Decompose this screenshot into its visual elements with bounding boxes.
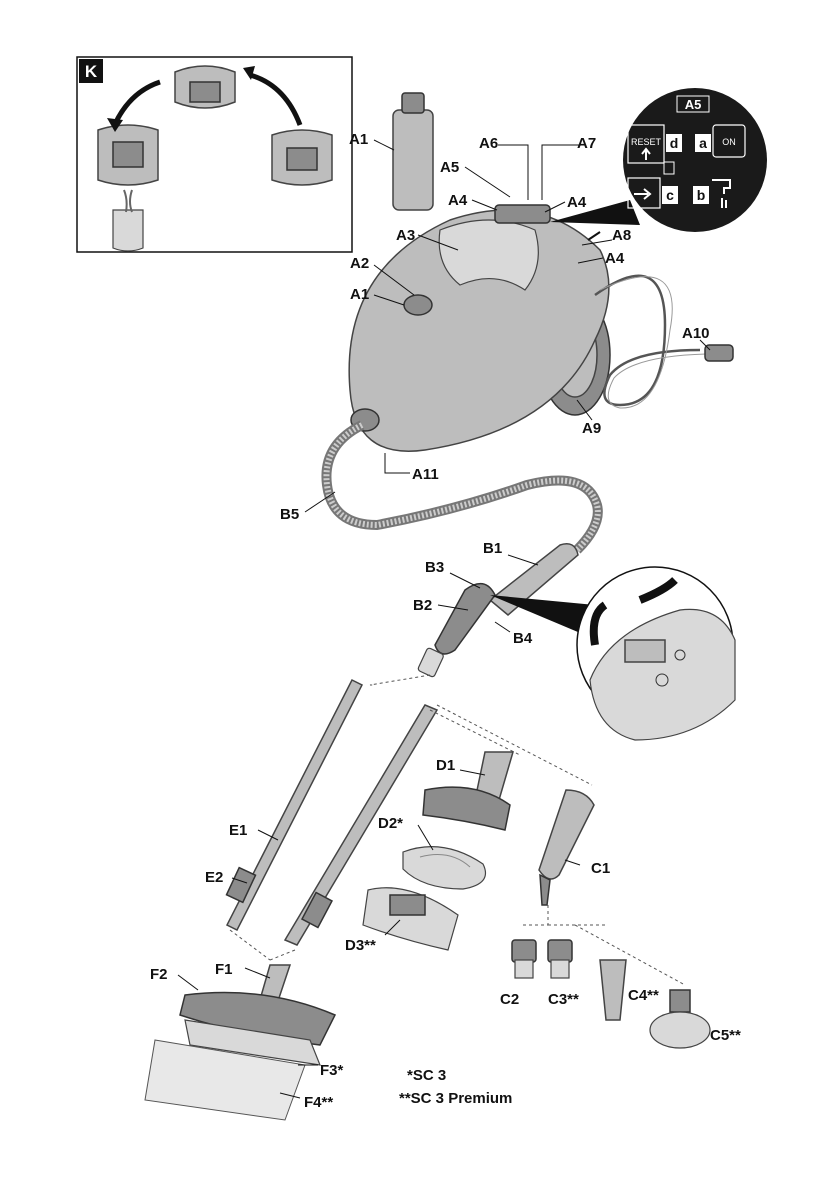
footnote-sc3-premium: **SC 3 Premium xyxy=(399,1090,512,1107)
label-f1: F1 xyxy=(215,961,233,978)
tank-view-top xyxy=(175,66,235,108)
microfibre-cover xyxy=(363,888,458,950)
footnote-sc3: *SC 3 xyxy=(407,1067,446,1084)
label-f4: F4** xyxy=(304,1094,333,1111)
footnotes: *SC 3 **SC 3 Premium xyxy=(399,1067,512,1107)
label-a7: A7 xyxy=(577,135,596,152)
terry-cover xyxy=(403,847,486,889)
round-brush-large-c5 xyxy=(650,990,710,1048)
label-a4-right: A4 xyxy=(605,250,625,267)
label-a6: A6 xyxy=(479,135,498,152)
key-c: c xyxy=(666,187,674,203)
label-a8: A8 xyxy=(612,227,631,244)
tank-view-right xyxy=(272,130,332,185)
label-a5: A5 xyxy=(440,159,459,176)
round-brush-c2 xyxy=(512,940,536,978)
label-b1: B1 xyxy=(483,540,502,557)
water-cup xyxy=(113,210,143,251)
label-a3: A3 xyxy=(396,227,415,244)
key-b: b xyxy=(697,187,706,203)
label-e1: E1 xyxy=(229,822,247,839)
label-b2: B2 xyxy=(413,597,432,614)
key-a: a xyxy=(699,135,707,151)
control-panel xyxy=(495,205,550,223)
reset-text: RESET xyxy=(631,137,662,147)
label-a4-left: A4 xyxy=(448,192,468,209)
label-a9: A9 xyxy=(582,420,601,437)
tank-cap xyxy=(404,295,432,315)
gun-body xyxy=(435,584,495,654)
label-d1: D1 xyxy=(436,757,455,774)
label-a10: A10 xyxy=(682,325,710,342)
label-c3: C3** xyxy=(548,991,579,1008)
child-lock-slider xyxy=(625,640,665,662)
power-nozzle-c4 xyxy=(600,960,626,1020)
label-b3: B3 xyxy=(425,559,444,576)
inset-k: K xyxy=(77,57,352,252)
descaling-cartridge xyxy=(393,93,433,210)
steam-cleaner-body xyxy=(349,205,610,451)
label-a11: A11 xyxy=(412,466,439,483)
label-c5: C5** xyxy=(710,1027,741,1044)
label-c4: C4** xyxy=(628,987,659,1004)
label-b5: B5 xyxy=(280,506,299,523)
label-f3: F3* xyxy=(320,1062,344,1079)
extension-tube-e1 xyxy=(227,680,362,930)
inset-k-label: K xyxy=(85,62,98,81)
point-jet-nozzle xyxy=(539,790,594,905)
steam-hose xyxy=(326,425,597,550)
label-c1: C1 xyxy=(591,860,610,877)
round-brush-c3 xyxy=(548,940,572,978)
label-e2: E2 xyxy=(205,869,223,886)
label-a1-cartridge: A1 xyxy=(349,131,368,148)
label-f2: F2 xyxy=(150,966,168,983)
label-c2: C2 xyxy=(500,991,519,1008)
label-a1: A1 xyxy=(350,286,369,303)
on-text: ON xyxy=(722,137,736,147)
label-a4-mid: A4 xyxy=(567,194,587,211)
label-d3: D3** xyxy=(345,937,376,954)
label-b4: B4 xyxy=(513,630,533,647)
power-plug xyxy=(705,345,733,361)
label-a2: A2 xyxy=(350,255,369,272)
key-d: d xyxy=(670,135,679,151)
control-panel-title: A5 xyxy=(685,97,702,112)
label-d2: D2* xyxy=(378,815,403,832)
